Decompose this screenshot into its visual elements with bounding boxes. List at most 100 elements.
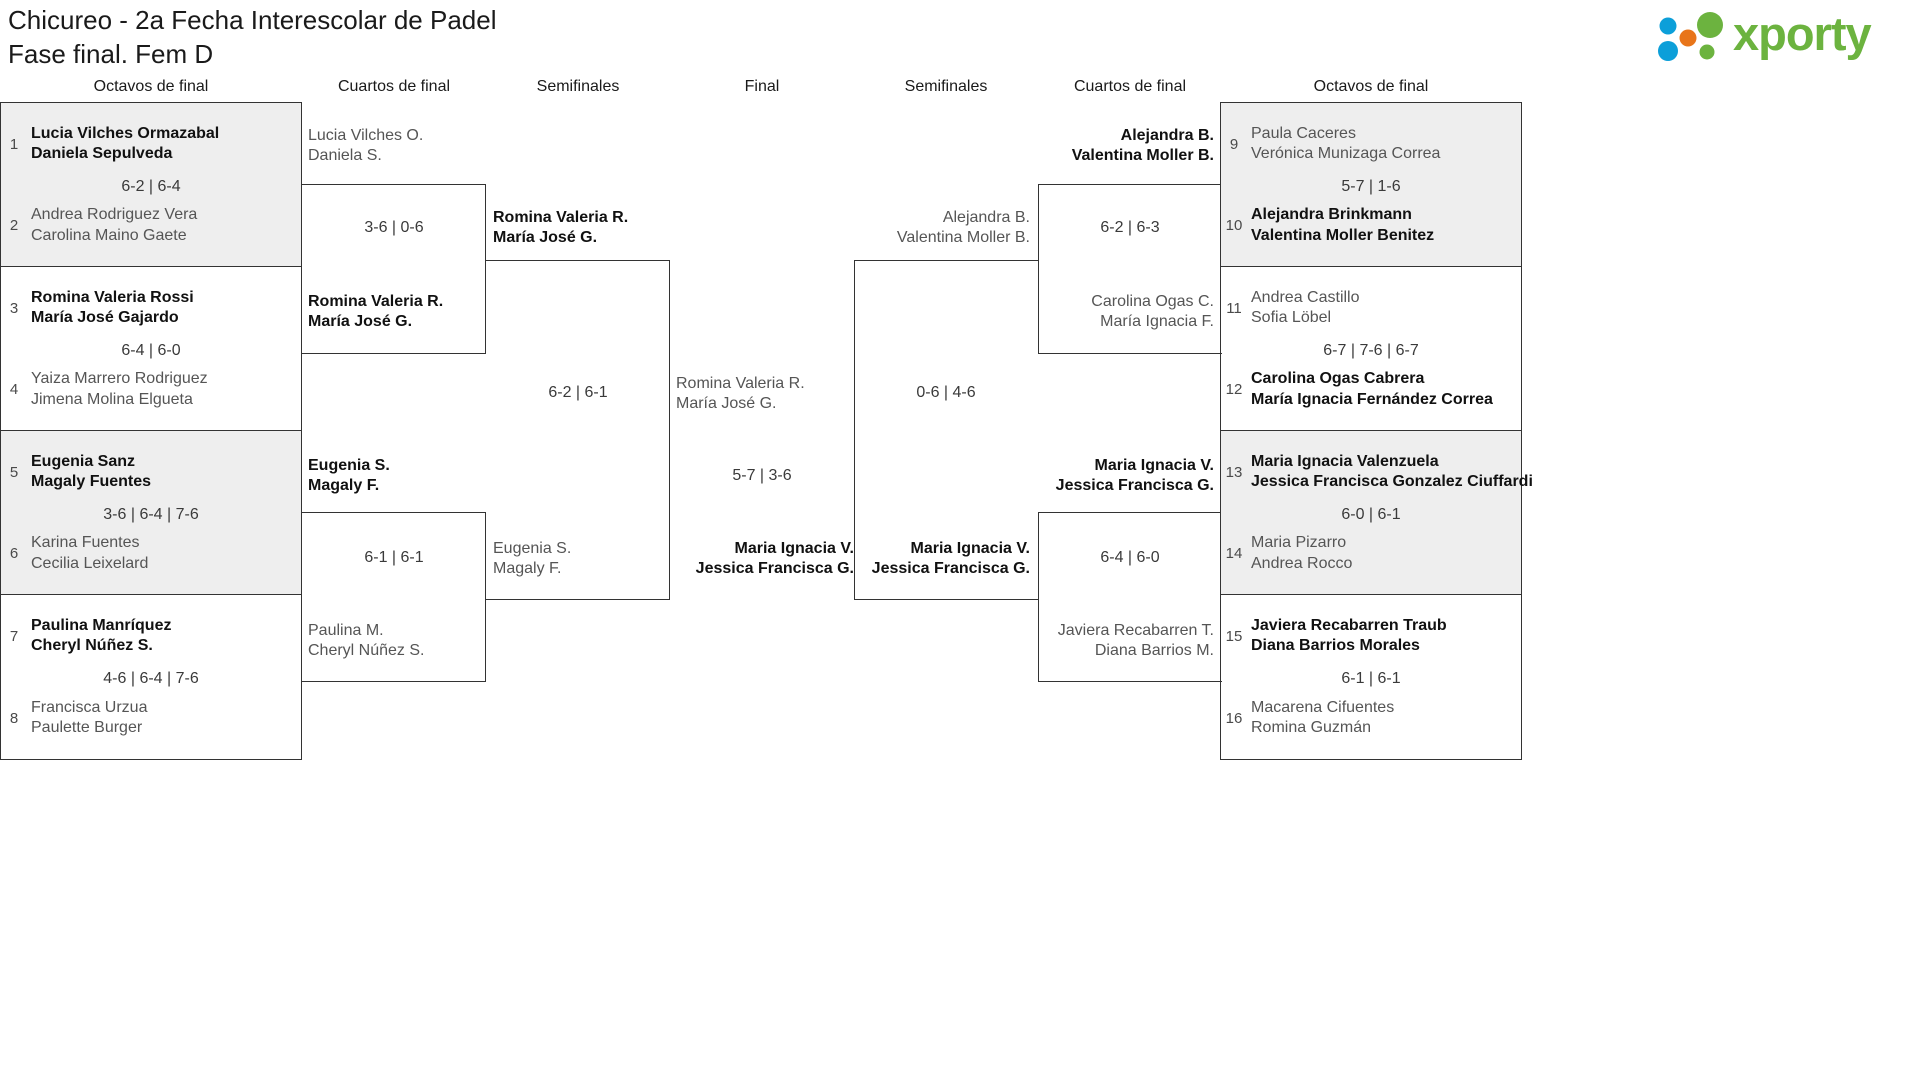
player-2: Jessica Francisca G.	[695, 560, 854, 578]
player-2: Jessica Francisca G.	[871, 560, 1030, 578]
round-header-right-cuartos: Cuartos de final	[1073, 78, 1187, 95]
team-names: Carolina Ogas Cabrera María Ignacia Fern…	[1247, 369, 1521, 410]
right-octavos-slot-14[interactable]: 14 Maria Pizarro Andrea Rocco	[1221, 513, 1521, 595]
player-2: María José Gajardo	[31, 309, 179, 326]
left-octavos-slot-6[interactable]: 6 Karina Fuentes Cecilia Leixelard	[1, 513, 301, 595]
team-names: Romina Valeria Rossi María José Gajardo	[27, 288, 301, 329]
seed-number: 12	[1225, 381, 1243, 398]
player-2: Valentina Moller B.	[896, 229, 1030, 247]
left-semis-team-2[interactable]: Eugenia S. Magaly F.	[493, 539, 571, 580]
right-octavos-slot-13[interactable]: 13 Maria Ignacia Valenzuela Jessica Fran…	[1221, 431, 1533, 513]
player-1: Eugenia Sanz	[31, 452, 136, 470]
right-semis-score: 0-6 | 4-6	[916, 384, 976, 401]
left-octavos-slot-8[interactable]: 8 Francisca Urzua Paulette Burger	[1, 677, 301, 759]
title-line-2: Fase final. Fem D	[8, 38, 214, 69]
team-names: Maria Pizarro Andrea Rocco	[1247, 533, 1521, 574]
player-2: Cheryl Núñez S.	[308, 642, 425, 660]
right-octavos-slot-9[interactable]: 9 Paula Caceres Verónica Munizaga Correa	[1221, 103, 1521, 185]
player-2: Diana Barrios M.	[1094, 642, 1214, 660]
left-octavos-slot-2[interactable]: 2 Andrea Rodriguez Vera Carolina Maino G…	[1, 185, 301, 267]
left-octavos-slot-5[interactable]: 5 Eugenia Sanz Magaly Fuentes	[1, 431, 301, 513]
right-semis-team-1[interactable]: Alejandra B. Valentina Moller B.	[838, 208, 1030, 249]
player-1: Maria Pizarro	[1251, 534, 1347, 552]
player-1: Paulina M.	[308, 622, 384, 639]
right-octavos-slot-15[interactable]: 15 Javiera Recabarren Traub Diana Barrio…	[1221, 595, 1521, 677]
player-1: Alejandra Brinkmann	[1251, 206, 1412, 224]
player-1: Andrea Castillo	[1251, 288, 1360, 306]
xporty-logo: xporty	[1655, 7, 1900, 64]
logo-wordmark: xporty	[1733, 7, 1872, 60]
player-1: Paula Caceres	[1251, 124, 1356, 142]
team-names: Macarena Cifuentes Romina Guzmán	[1247, 698, 1521, 739]
right-cuartos-box-bottom	[1038, 512, 1222, 682]
final-team-right[interactable]: Maria Ignacia V. Jessica Francisca G.	[654, 539, 854, 580]
player-1: Carolina Ogas Cabrera	[1251, 370, 1425, 388]
final-team-left[interactable]: Romina Valeria R. María José G.	[676, 374, 805, 415]
team-names: Javiera Recabarren Traub Diana Barrios M…	[1247, 616, 1521, 657]
right-cuartos-score-2: 6-4 | 6-0	[1100, 549, 1160, 566]
player-2: Daniela S.	[308, 147, 382, 165]
team-names: Paula Caceres Verónica Munizaga Correa	[1247, 124, 1521, 165]
team-names: Lucia Vilches Ormazabal Daniela Sepulved…	[27, 124, 301, 165]
right-octavos-score-2: 6-7 | 7-6 | 6-7	[1323, 342, 1419, 359]
player-2: Andrea Rocco	[1251, 554, 1353, 572]
right-semis-team-2[interactable]: Maria Ignacia V. Jessica Francisca G.	[838, 539, 1030, 580]
page-title: Chicureo - 2a Fecha Interescolar de Pade…	[8, 4, 497, 72]
round-header-left-semis: Semifinales	[536, 78, 620, 95]
player-1: Francisca Urzua	[31, 698, 148, 716]
left-cuartos-box-top	[302, 184, 486, 354]
left-cuartos-team-1[interactable]: Lucia Vilches O. Daniela S.	[308, 126, 423, 167]
player-1: Alejandra B.	[1120, 127, 1214, 144]
player-1: Karina Fuentes	[31, 534, 140, 552]
player-1: Yaiza Marrero Rodriguez	[31, 370, 208, 388]
player-2: Romina Guzmán	[1251, 719, 1372, 736]
left-octavos-slot-3[interactable]: 3 Romina Valeria Rossi María José Gajard…	[1, 267, 301, 349]
left-cuartos-team-2[interactable]: Romina Valeria R. María José G.	[308, 292, 443, 333]
left-semis-team-1[interactable]: Romina Valeria R. María José G.	[493, 208, 628, 249]
right-octavos-score-3: 6-0 | 6-1	[1341, 506, 1401, 523]
team-names: Karina Fuentes Cecilia Leixelard	[27, 533, 301, 574]
player-2: Valentina Moller Benitez	[1251, 226, 1435, 244]
left-octavos-slot-4[interactable]: 4 Yaiza Marrero Rodriguez Jimena Molina …	[1, 349, 301, 431]
player-1: Macarena Cifuentes	[1251, 698, 1395, 716]
player-2: Magaly Fuentes	[31, 473, 152, 490]
right-cuartos-team-3[interactable]: Maria Ignacia V. Jessica Francisca G.	[1022, 456, 1214, 497]
seed-number: 2	[9, 217, 19, 234]
team-names: Andrea Castillo Sofia Löbel	[1247, 288, 1521, 329]
right-cuartos-box-top	[1038, 184, 1222, 354]
right-semis-box	[854, 260, 1038, 600]
player-1: Lucia Vilches Ormazabal	[31, 124, 220, 142]
left-octavos-slot-1[interactable]: 1 Lucia Vilches Ormazabal Daniela Sepulv…	[1, 103, 301, 185]
left-cuartos-team-3[interactable]: Eugenia S. Magaly F.	[308, 456, 390, 497]
seed-number: 10	[1225, 217, 1243, 234]
seed-number: 9	[1229, 135, 1239, 153]
player-1: Romina Valeria R.	[676, 375, 805, 392]
player-2: Jessica Francisca G.	[1055, 477, 1214, 495]
right-cuartos-team-2[interactable]: Carolina Ogas C. María Ignacia F.	[1022, 292, 1214, 333]
player-2: Jimena Molina Elgueta	[31, 390, 193, 408]
player-1: Maria Ignacia Valenzuela	[1251, 452, 1439, 470]
right-octavos-slot-16[interactable]: 16 Macarena Cifuentes Romina Guzmán	[1221, 677, 1521, 759]
player-2: María José G.	[308, 313, 413, 331]
player-1: Maria Ignacia V.	[734, 540, 854, 557]
right-cuartos-team-4[interactable]: Javiera Recabarren T. Diana Barrios M.	[1022, 621, 1214, 662]
seed-number: 14	[1225, 545, 1243, 562]
seed-number: 8	[9, 709, 19, 727]
left-octavos-slot-7[interactable]: 7 Paulina Manríquez Cheryl Núñez S.	[1, 595, 301, 677]
round-header-final: Final	[744, 78, 780, 95]
player-2: Magaly F.	[493, 560, 562, 578]
round-header-right-semis: Semifinales	[904, 78, 988, 95]
right-octavos-slot-10[interactable]: 10 Alejandra Brinkmann Valentina Moller …	[1221, 185, 1521, 267]
player-1: Romina Valeria R.	[308, 293, 444, 310]
left-octavos-box: 1 Lucia Vilches Ormazabal Daniela Sepulv…	[0, 102, 302, 760]
team-names: Paulina Manríquez Cheryl Núñez S.	[27, 616, 301, 657]
right-cuartos-team-1[interactable]: Alejandra B. Valentina Moller B.	[1022, 126, 1214, 167]
player-1: Eugenia S.	[493, 540, 572, 557]
right-octavos-slot-11[interactable]: 11 Andrea Castillo Sofia Löbel	[1221, 267, 1521, 349]
player-1: Romina Valeria R.	[493, 209, 629, 226]
right-octavos-box: 9 Paula Caceres Verónica Munizaga Correa…	[1220, 102, 1533, 760]
right-cuartos-score-1: 6-2 | 6-3	[1100, 219, 1160, 236]
left-cuartos-team-4[interactable]: Paulina M. Cheryl Núñez S.	[308, 621, 425, 662]
right-octavos-slot-12[interactable]: 12 Carolina Ogas Cabrera María Ignacia F…	[1221, 349, 1521, 431]
